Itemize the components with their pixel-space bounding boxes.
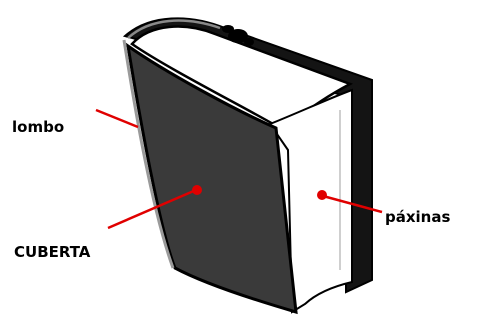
label-pages: páxinas <box>385 208 450 226</box>
label-spine: lombo <box>12 118 64 136</box>
cover-pointer-dot <box>192 185 202 195</box>
book-illustration <box>124 18 372 312</box>
spine-pointer-line <box>96 110 138 127</box>
label-cover: CUBERTA <box>14 243 91 261</box>
pages-pointer-dot <box>317 190 327 200</box>
